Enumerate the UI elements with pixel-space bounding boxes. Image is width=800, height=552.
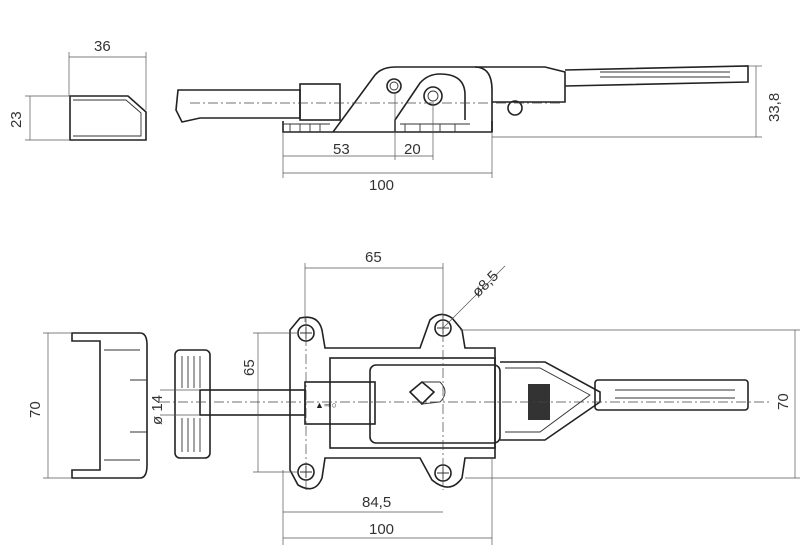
dim-hole-diameter-label: ø8,5 <box>469 268 502 301</box>
dim-70-left-label: 70 <box>27 401 44 418</box>
top-view-knob: ø 14 <box>149 349 306 459</box>
top-view-dimension-70-left: 70 <box>27 332 72 479</box>
side-view-dimension-23: 23 <box>8 95 70 141</box>
side-view-latch-plate <box>69 95 147 141</box>
side-view-clamp <box>175 65 749 133</box>
dim-53-label: 53 <box>333 141 350 158</box>
top-view-dimension-65-horizontal: 65 <box>304 249 444 322</box>
top-view-latch-plate <box>71 332 148 479</box>
side-view-dimension-33-8: 33,8 <box>492 65 783 138</box>
top-view-dimension-hole-diameter: ø8,5 <box>442 265 506 329</box>
side-view-dimension-53-20-100: 53 20 100 <box>282 92 493 194</box>
dim-33-8-label: 33,8 <box>766 93 783 122</box>
top-view-clamp-body: ▲⇒○ <box>160 314 770 490</box>
dim-23-label: 23 <box>8 111 25 128</box>
dim-84-5-label: 84,5 <box>362 494 391 511</box>
dim-rod-diameter-label: ø 14 <box>149 395 166 425</box>
dim-70-right-label: 70 <box>775 393 792 410</box>
release-symbol-icon: ▲⇒○ <box>315 400 337 410</box>
side-view-dimension-36: 36 <box>68 38 147 110</box>
top-view-dimension-65-vertical: 65 <box>241 332 298 473</box>
top-view-dimension-84-5-100: 84,5 100 <box>282 458 493 545</box>
dim-65-vertical-label: 65 <box>241 359 258 376</box>
top-view-dimension-70-right: 70 <box>460 329 800 479</box>
dim-65-horizontal-label: 65 <box>365 249 382 266</box>
dim-100-bottom-label: 100 <box>369 521 394 538</box>
dim-100-label: 100 <box>369 177 394 194</box>
dim-20-label: 20 <box>404 141 421 158</box>
dim-36-label: 36 <box>94 38 111 55</box>
